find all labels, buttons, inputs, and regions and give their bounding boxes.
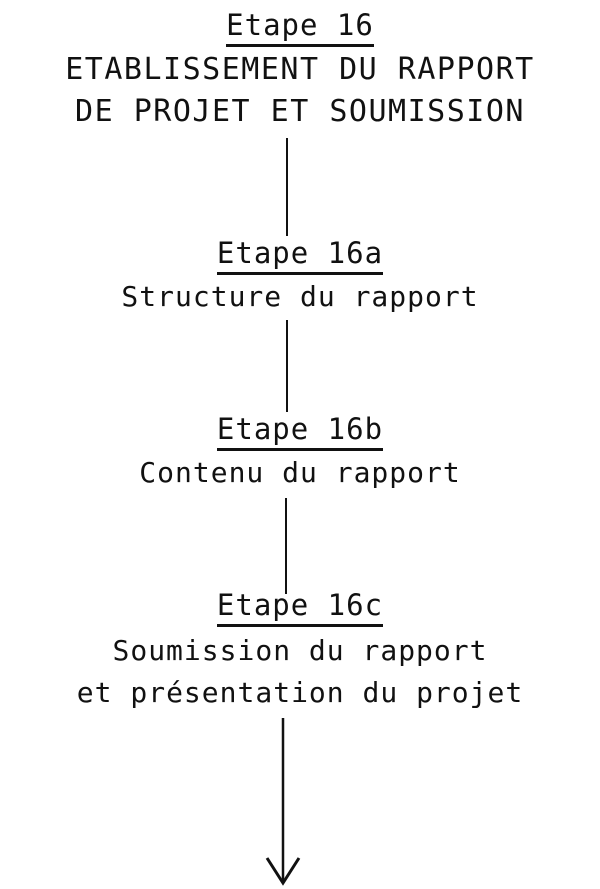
step-16-heading: Etape 16 [0,8,600,47]
step-16-title-line-1: ETABLISSEMENT DU RAPPORT [65,52,535,87]
step-16c-title-line-2: et présentation du projet [76,676,524,709]
step-16c-title-line-1: Soumission du rapport [112,634,488,667]
step-16-heading-text: Etape 16 [226,8,374,47]
arrow-down-icon [265,718,301,886]
step-16b-heading-text: Etape 16b [216,412,384,451]
step-16c-heading: Etape 16c [0,588,600,627]
step-16a-heading: Etape 16a [0,236,600,275]
connector-line-3 [285,498,287,594]
step-16a-heading-text: Etape 16a [216,236,384,275]
step-16a-title: Structure du rapport [121,280,479,313]
step-16-title-line-2: DE PROJET ET SOUMISSION [75,94,525,129]
connector-line-2 [286,320,288,412]
step-16c-heading-text: Etape 16c [216,588,384,627]
step-16b-heading: Etape 16b [0,412,600,451]
connector-line-1 [286,138,288,236]
step-16b-title: Contenu du rapport [139,456,461,489]
